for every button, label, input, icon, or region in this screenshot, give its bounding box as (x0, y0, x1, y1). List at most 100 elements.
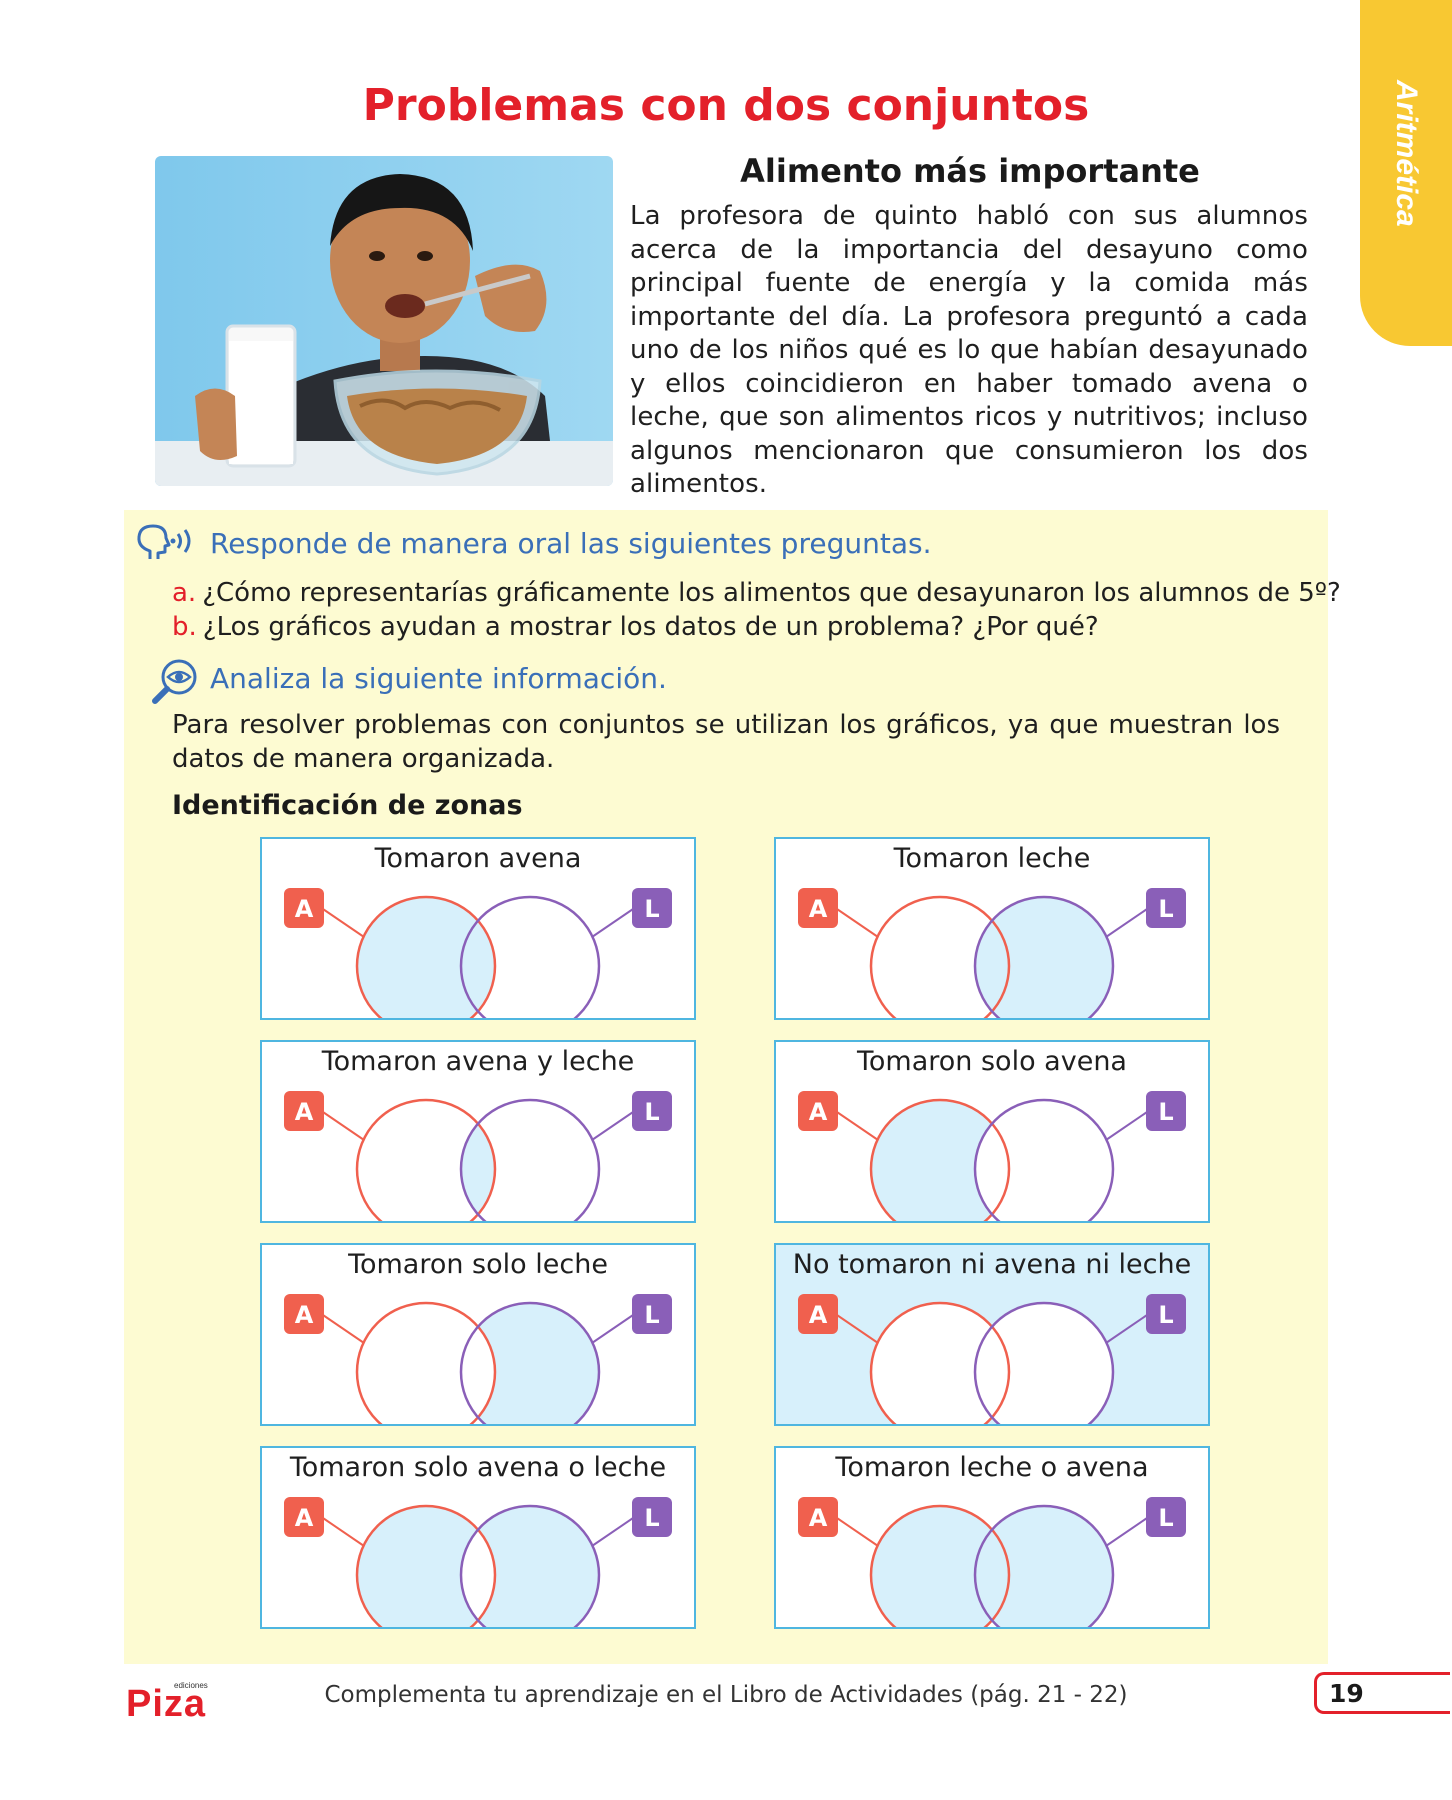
set-l-label: L (1158, 895, 1173, 923)
shaded-only-l (461, 1303, 599, 1424)
question-a-text: ¿Cómo representarías gráficamente los al… (202, 578, 1341, 608)
venn-card-title: Tomaron solo avena (857, 1046, 1127, 1077)
set-l-connector (591, 1109, 637, 1141)
set-a-badge (798, 1294, 838, 1334)
set-l-circle (973, 895, 1115, 1018)
set-a-connector (319, 906, 365, 938)
set-l-label: L (1158, 1301, 1173, 1329)
story-title: Alimento más importante (740, 152, 1200, 190)
set-a-label: A (809, 1301, 828, 1329)
set-a-circle (355, 1504, 497, 1627)
logo-small-text: ediciones (174, 1681, 208, 1690)
magnifier-eye-icon (150, 657, 200, 711)
section-tab: Aritmética (1360, 0, 1452, 346)
page-number: 19 (1329, 1679, 1364, 1708)
set-a-circle (355, 895, 497, 1018)
set-l-circle (973, 1301, 1115, 1424)
venn-card-title: Tomaron solo avena o leche (289, 1452, 667, 1483)
unshaded-circle-a (871, 1303, 1009, 1424)
set-l-badge (632, 1497, 672, 1537)
venn-card-title: Tomaron avena (374, 843, 582, 874)
set-l-circle (459, 895, 601, 1018)
set-l-badge (1146, 1294, 1186, 1334)
question-a: a.¿Cómo representarías gráficamente los … (172, 578, 1341, 608)
oral-instruction: Responde de manera oral las siguientes p… (210, 527, 932, 560)
set-l-connector (591, 906, 637, 938)
shaded-only-a (871, 1100, 1009, 1221)
venn-card-title: No tomaron ni avena ni leche (792, 1249, 1192, 1280)
shaded-only-a (357, 1506, 495, 1627)
set-a-badge (798, 888, 838, 928)
set-l-badge (1146, 888, 1186, 928)
set-a-connector (319, 1515, 365, 1547)
shaded-only-l (461, 1506, 599, 1627)
set-a-circle (355, 1098, 497, 1221)
boy-eating-breakfast-photo (155, 156, 613, 486)
set-l-connector (1105, 1515, 1151, 1547)
venn-card-title: Tomaron solo leche (348, 1249, 608, 1280)
set-a-circle (869, 1301, 1011, 1424)
publisher-logo: ediciones Piza (126, 1678, 226, 1725)
set-a-connector (833, 906, 879, 938)
set-l-badge (1146, 1091, 1186, 1131)
set-l-circle (973, 1098, 1115, 1221)
set-l-connector (591, 1312, 637, 1344)
set-a-connector (833, 1312, 879, 1344)
set-a-badge (798, 1497, 838, 1537)
shaded-region-l (975, 897, 1113, 1018)
set-l-circle (459, 1301, 601, 1424)
set-l-circle (459, 1098, 601, 1221)
logo-text: Piza (126, 1683, 206, 1720)
set-a-label: A (809, 895, 828, 923)
set-a-label: A (809, 1504, 828, 1532)
set-l-label: L (644, 1301, 659, 1329)
set-a-label: A (295, 1098, 314, 1126)
set-l-label: L (1158, 1098, 1173, 1126)
set-l-badge (632, 888, 672, 928)
question-b-text: ¿Los gráficos ayudan a mostrar los datos… (202, 612, 1099, 642)
set-l-connector (1105, 1312, 1151, 1344)
set-a-connector (319, 1312, 365, 1344)
shaded-region-l (975, 1506, 1113, 1627)
set-a-circle (355, 1301, 497, 1424)
set-l-connector (1105, 906, 1151, 938)
set-a-badge (284, 1497, 324, 1537)
analyze-text: Para resolver problemas con conjuntos se… (172, 710, 1280, 774)
venn-card-title: Tomaron leche (893, 843, 1091, 874)
story-text: La profesora de quinto habló con sus alu… (630, 201, 1308, 499)
set-a-label: A (295, 1301, 314, 1329)
footer-text: Complementa tu aprendizaje en el Libro d… (324, 1682, 1128, 1708)
zones-title: Identificación de zonas (172, 790, 523, 821)
question-b-label: b. (172, 612, 197, 642)
set-l-label: L (644, 895, 659, 923)
set-a-connector (833, 1515, 879, 1547)
speaking-head-icon (136, 523, 202, 567)
set-l-circle (973, 1504, 1115, 1627)
set-l-badge (632, 1091, 672, 1131)
set-a-badge (284, 1091, 324, 1131)
question-a-label: a. (172, 578, 197, 608)
set-l-label: L (644, 1504, 659, 1532)
venn-card-title: Tomaron leche o avena (835, 1452, 1149, 1483)
set-l-badge (632, 1294, 672, 1334)
set-a-badge (798, 1091, 838, 1131)
venn-card-title: Tomaron avena y leche (321, 1046, 635, 1077)
set-a-label: A (295, 1504, 314, 1532)
set-a-label: A (809, 1098, 828, 1126)
page-title: Problemas con dos conjuntos (362, 80, 1090, 131)
set-a-label: A (295, 895, 314, 923)
